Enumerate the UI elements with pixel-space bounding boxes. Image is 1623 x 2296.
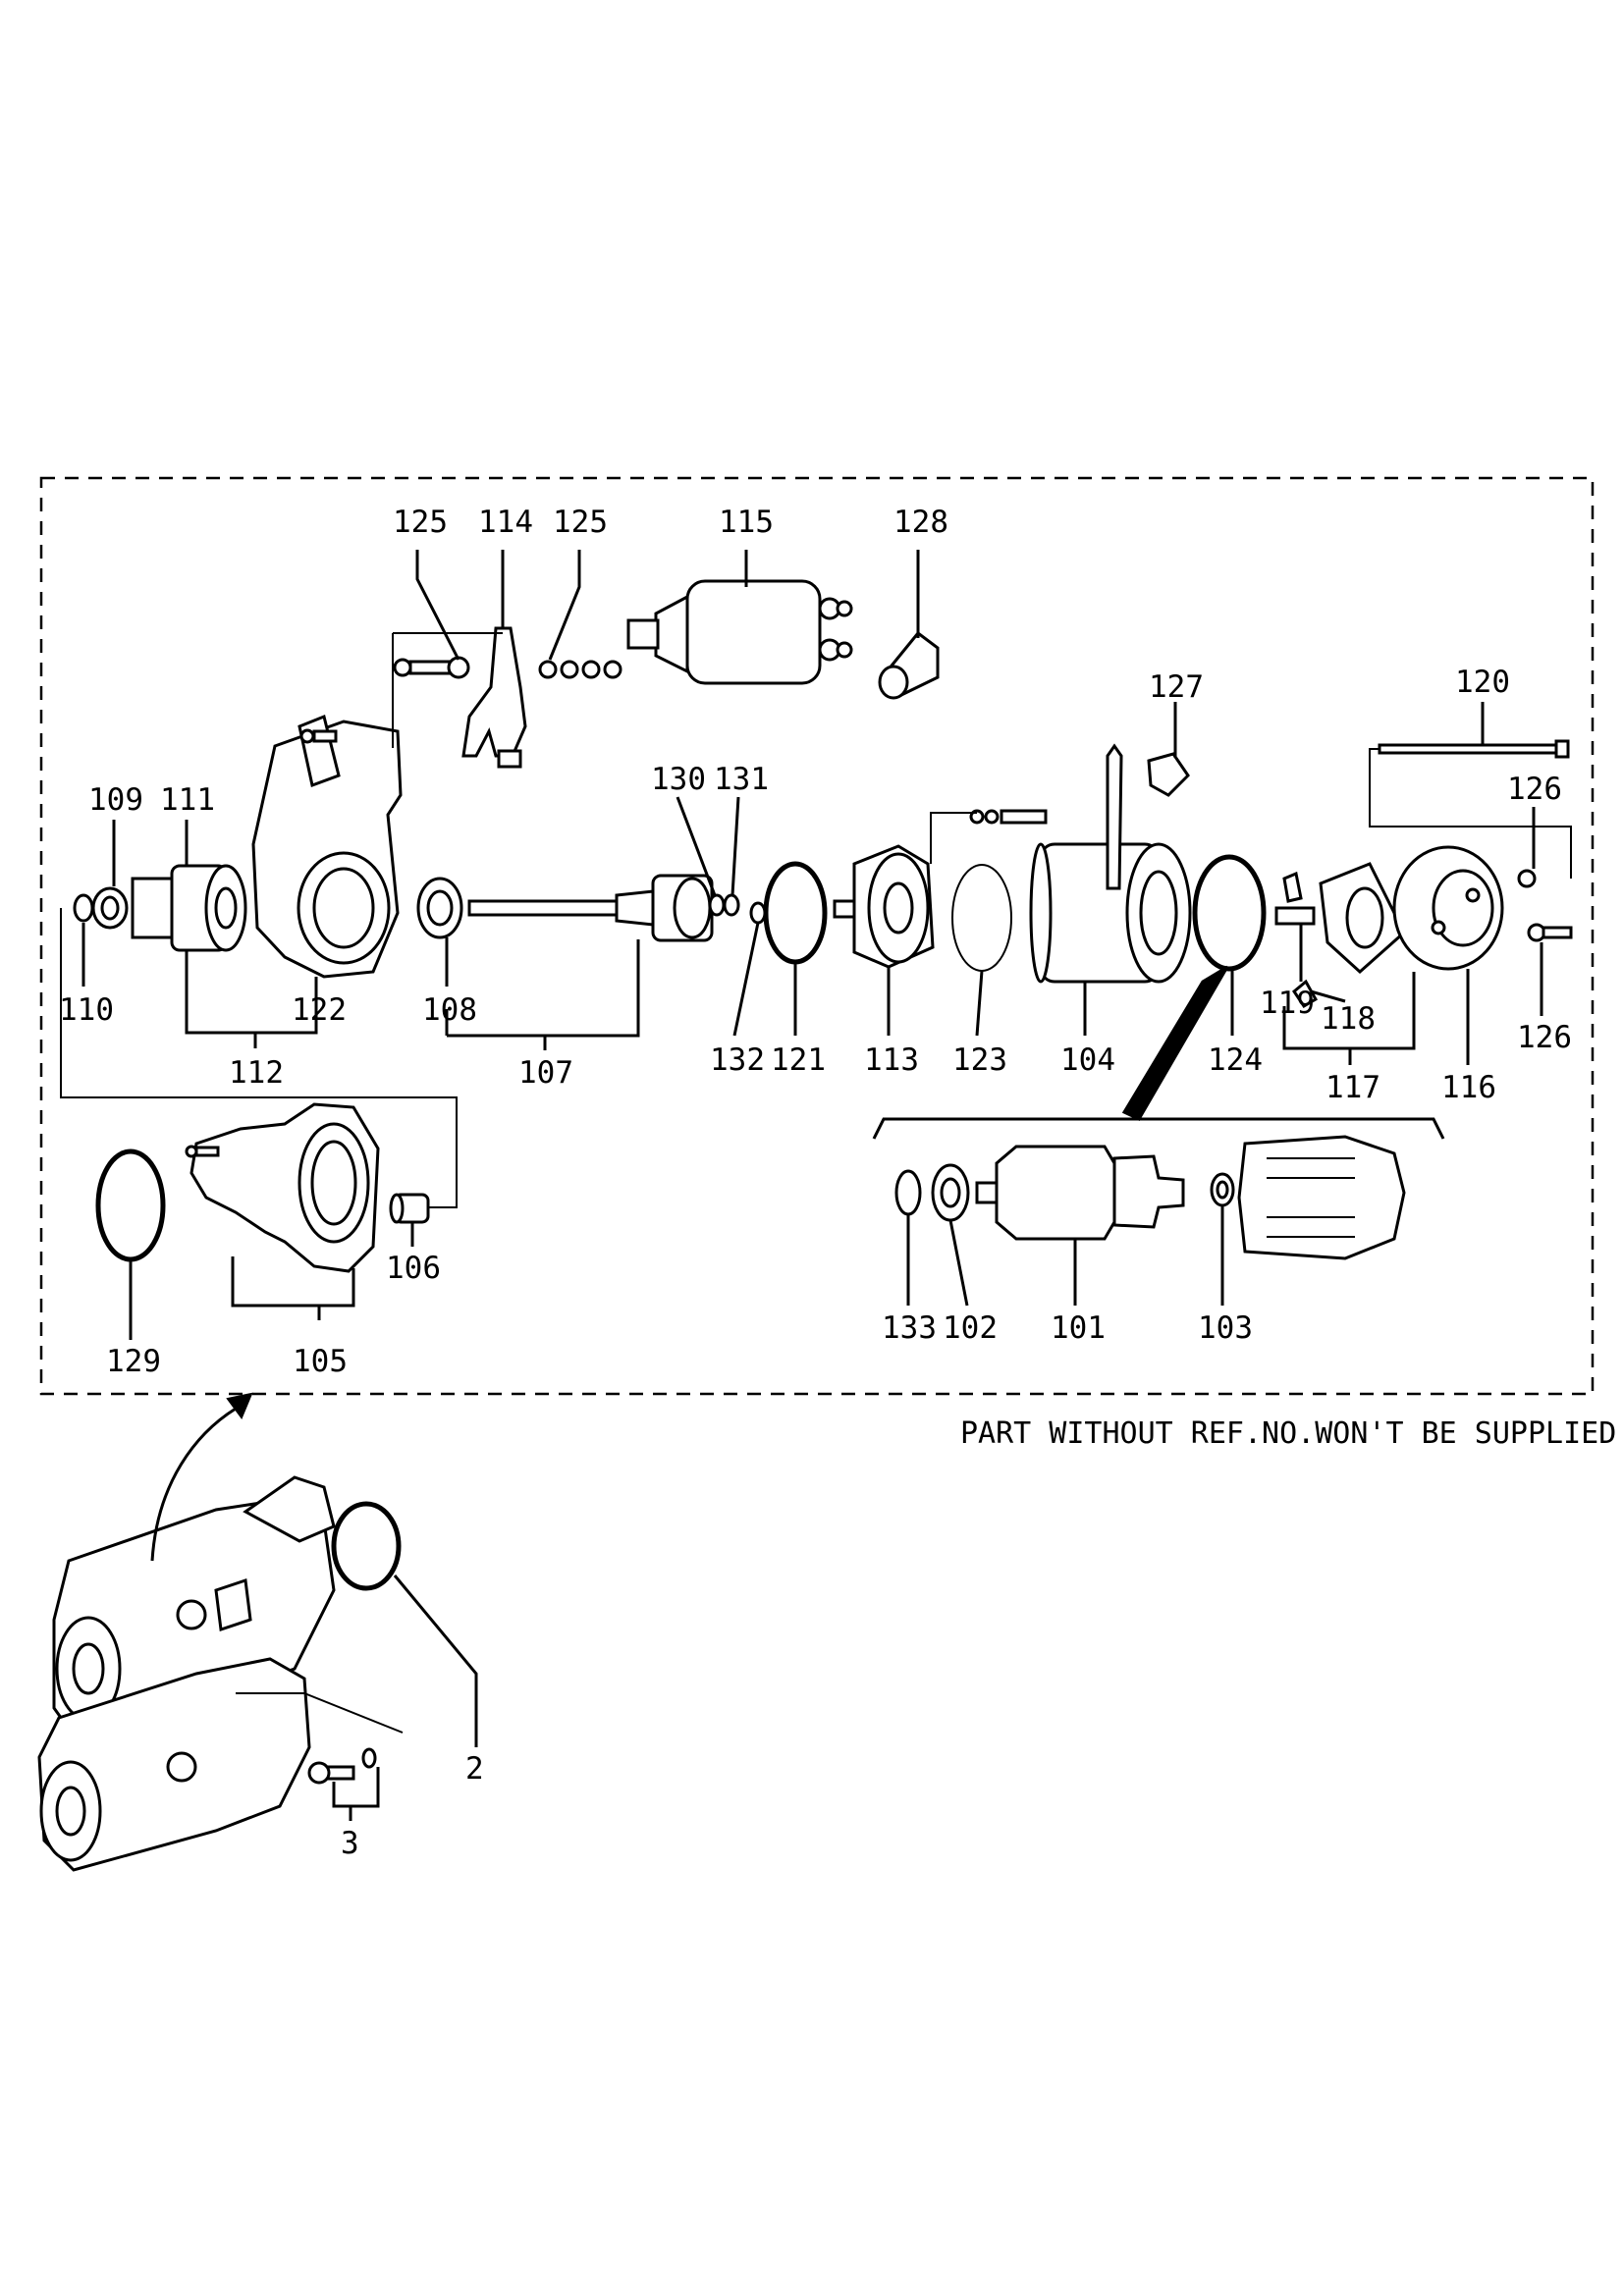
ref-128: 128 bbox=[893, 505, 948, 540]
ref-113: 113 bbox=[864, 1042, 919, 1078]
ref-114: 114 bbox=[478, 505, 533, 540]
supply-note: PART WITHOUT REF.NO.WON'T BE SUPPLIED. bbox=[960, 1416, 1623, 1451]
reference-numbers: 125 114 125 115 128 127 120 109 111 130 … bbox=[59, 505, 1572, 1861]
ref-117: 117 bbox=[1325, 1070, 1380, 1105]
ref-122: 122 bbox=[292, 992, 347, 1028]
ref-2: 2 bbox=[465, 1751, 484, 1787]
bearing-108 bbox=[416, 877, 463, 939]
ref-125-right: 125 bbox=[553, 505, 608, 540]
assembly-boundary bbox=[39, 476, 1595, 1396]
ref-108: 108 bbox=[422, 992, 477, 1028]
leader-lines bbox=[60, 550, 1572, 1821]
brush-holder-117 bbox=[1274, 862, 1406, 1009]
ref-116: 116 bbox=[1441, 1070, 1496, 1105]
ref-120: 120 bbox=[1455, 665, 1510, 700]
small-washers-130-131-132 bbox=[708, 893, 767, 925]
shaft-107 bbox=[467, 874, 714, 942]
o-ring-129 bbox=[95, 1148, 166, 1262]
ref-105: 105 bbox=[293, 1344, 348, 1379]
ref-132: 132 bbox=[710, 1042, 765, 1078]
ref-130: 130 bbox=[651, 762, 706, 797]
ref-107: 107 bbox=[518, 1055, 573, 1091]
ref-103: 103 bbox=[1198, 1310, 1253, 1346]
ref-131: 131 bbox=[714, 762, 769, 797]
terminal-cap-128 bbox=[878, 630, 940, 700]
pin-and-washers-125 bbox=[393, 656, 622, 679]
o-ring-121 bbox=[763, 861, 828, 965]
ref-119: 119 bbox=[1260, 986, 1315, 1021]
ref-110: 110 bbox=[59, 992, 114, 1028]
o-ring-124 bbox=[1192, 854, 1267, 972]
shift-lever-114 bbox=[461, 626, 527, 769]
ref-111: 111 bbox=[160, 782, 215, 818]
starter-assembly-view bbox=[37, 1475, 377, 1872]
through-bolt-120 bbox=[1378, 739, 1570, 759]
drive-housing-122 bbox=[251, 714, 403, 979]
ref-112: 112 bbox=[229, 1055, 284, 1091]
ref-101: 101 bbox=[1051, 1310, 1106, 1346]
ref-104: 104 bbox=[1060, 1042, 1115, 1078]
ref-125-left: 125 bbox=[393, 505, 448, 540]
ref-3: 3 bbox=[341, 1826, 359, 1861]
ref-109: 109 bbox=[88, 782, 143, 818]
center-bracket-113 bbox=[833, 844, 935, 969]
bush-106 bbox=[389, 1193, 430, 1224]
solenoid-115 bbox=[626, 579, 853, 685]
ref-133: 133 bbox=[882, 1310, 937, 1346]
rear-cover-116 bbox=[1392, 845, 1573, 971]
ref-126-upper: 126 bbox=[1507, 772, 1562, 807]
ref-126-lower: 126 bbox=[1517, 1020, 1572, 1055]
ref-102: 102 bbox=[943, 1310, 998, 1346]
ref-121: 121 bbox=[771, 1042, 826, 1078]
ref-115: 115 bbox=[719, 505, 774, 540]
ref-127: 127 bbox=[1149, 669, 1204, 705]
o-ring-123 bbox=[951, 864, 1012, 972]
pinion-111 bbox=[73, 864, 247, 952]
ref-123: 123 bbox=[952, 1042, 1007, 1078]
ref-106: 106 bbox=[386, 1251, 441, 1286]
housing-105 bbox=[185, 1102, 380, 1273]
ref-118: 118 bbox=[1321, 1001, 1376, 1037]
yoke-104 bbox=[969, 743, 1192, 984]
ref-129: 129 bbox=[106, 1344, 161, 1379]
armature-inset bbox=[894, 1135, 1406, 1260]
o-ring-2 bbox=[331, 1501, 402, 1591]
ref-124: 124 bbox=[1208, 1042, 1263, 1078]
